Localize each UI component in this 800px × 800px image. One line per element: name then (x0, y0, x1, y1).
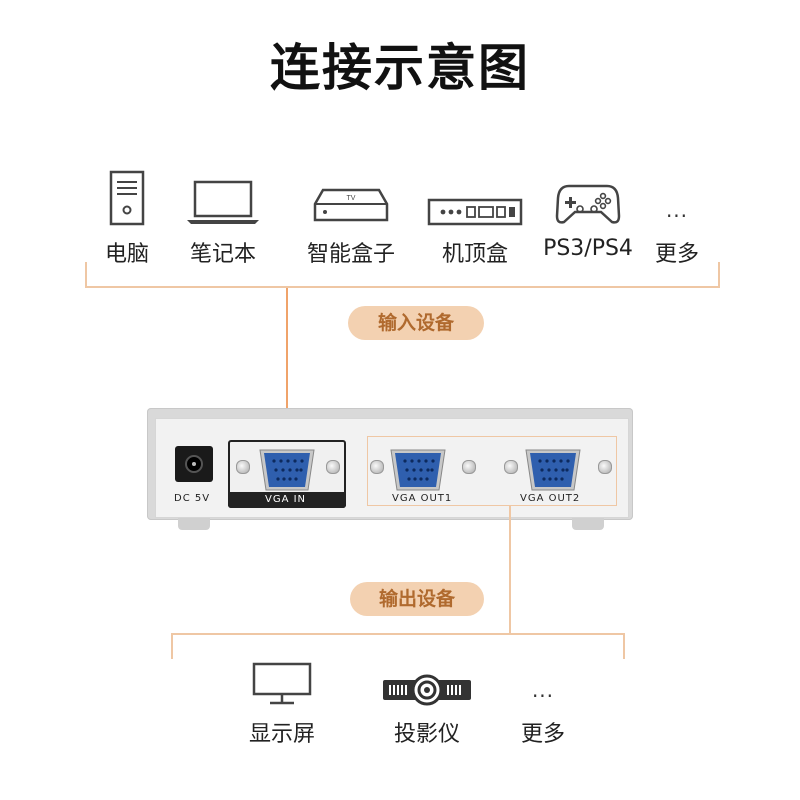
vga-out2-label: VGA OUT2 (520, 493, 581, 504)
vga-out1-label: VGA OUT1 (392, 493, 453, 504)
monitor-icon (227, 648, 337, 706)
input-device-label: PS3/PS4 (543, 236, 633, 261)
input-device-label: 电脑 (104, 242, 149, 267)
set-top-box-icon (420, 168, 530, 226)
screw-icon (504, 460, 518, 474)
smart-tv-box-icon: TV (296, 168, 406, 226)
output-device-label: 显示屏 (248, 722, 315, 747)
vga-in-label-bar (228, 492, 346, 508)
output-connector-line (509, 506, 511, 634)
device-foot-right (572, 518, 604, 530)
output-highlight-frame (367, 436, 617, 506)
input-devices-pill: 输入设备 (348, 306, 484, 340)
output-device-more: ... 更多 (488, 648, 598, 748)
more-dots: ... (531, 678, 555, 702)
tv-badge: TV (347, 195, 356, 202)
output-bracket-left (171, 633, 173, 659)
vga-in-port (258, 448, 316, 492)
input-device-label: 更多 (654, 242, 699, 267)
output-device-projector: 投影仪 (372, 648, 482, 748)
output-bracket-top (171, 633, 625, 635)
input-device-label: 智能盒子 (306, 242, 395, 267)
input-bracket-bottom (85, 286, 720, 288)
input-device-laptop: 笔记本 (168, 168, 278, 268)
screw-icon (462, 460, 476, 474)
screw-icon (326, 460, 340, 474)
input-bracket-right (718, 262, 720, 288)
input-bracket-left (85, 262, 87, 288)
input-device-gamepad: PS3/PS4 (533, 168, 643, 261)
input-device-computer: 电脑 (72, 168, 182, 268)
computer-tower-icon (72, 168, 182, 226)
vga-out2-port (524, 448, 582, 492)
input-device-label: 笔记本 (189, 242, 256, 267)
more-dots-icon: ... (488, 648, 598, 706)
more-dots-icon: ... (622, 168, 732, 226)
output-device-monitor: 显示屏 (227, 648, 337, 748)
input-device-label: 机顶盒 (441, 242, 508, 267)
input-device-smart-box: TV 智能盒子 (296, 168, 406, 268)
output-bracket-right (623, 633, 625, 659)
input-connector-line (286, 288, 288, 450)
laptop-icon (168, 168, 278, 226)
vga-in-label: VGA IN (265, 494, 307, 505)
input-device-more: ... 更多 (622, 168, 732, 268)
output-device-label: 更多 (520, 722, 565, 747)
dc-label: DC 5V (174, 493, 211, 504)
output-device-label: 投影仪 (393, 722, 460, 747)
more-dots: ... (665, 198, 689, 222)
device-foot-left (178, 518, 210, 530)
input-device-set-top-box: 机顶盒 (420, 168, 530, 268)
gamepad-icon (533, 168, 643, 226)
screw-icon (370, 460, 384, 474)
screw-icon (598, 460, 612, 474)
projector-icon (372, 648, 482, 706)
vga-out1-port (389, 448, 447, 492)
screw-icon (236, 460, 250, 474)
dc-power-jack (175, 446, 213, 482)
output-devices-pill: 输出设备 (350, 582, 484, 616)
page-title: 连接示意图 (270, 39, 530, 97)
